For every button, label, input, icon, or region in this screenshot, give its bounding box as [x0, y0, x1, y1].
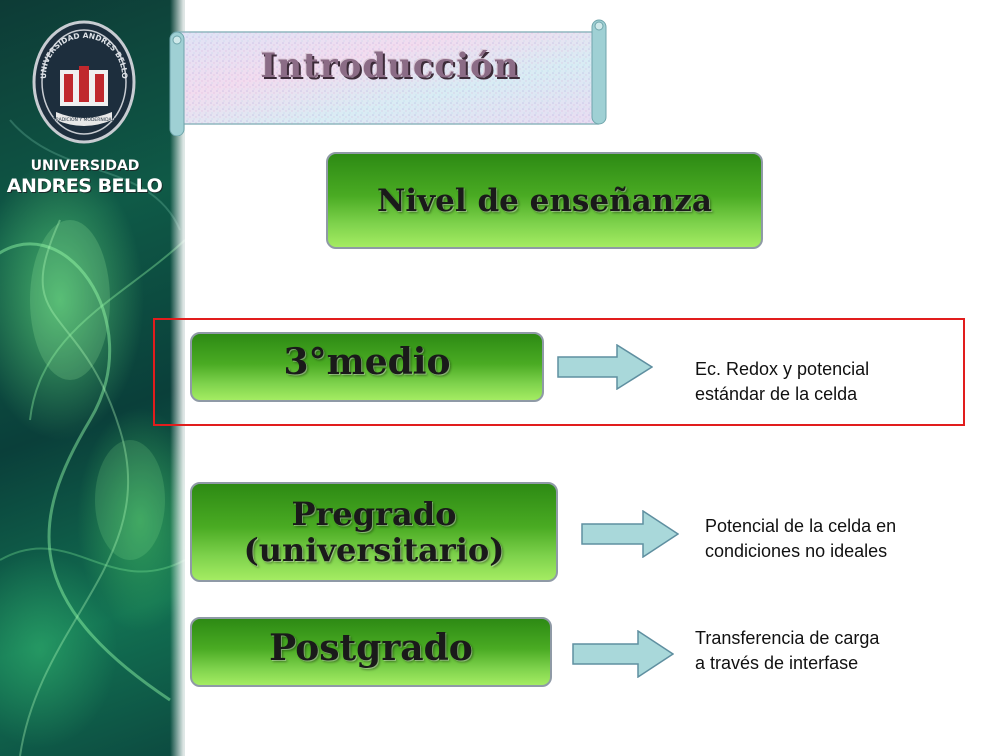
description-line: condiciones no ideales [705, 541, 888, 561]
university-name-line-1: UNIVERSIDAD [30, 158, 140, 174]
level-box-postgrado: Postgrado [190, 617, 552, 687]
seal-motto: TRADICIÓN Y MODERNIDAD [52, 116, 116, 123]
description-line: Potencial de la celda en [705, 516, 897, 536]
level-description-3-medio: Ec. Redox y potencial estándar de la cel… [695, 357, 945, 407]
right-arrow-icon [581, 510, 679, 558]
level-label-line: (universitario) [243, 531, 505, 569]
level-description-postgrado: Transferencia de carga a través de inter… [695, 626, 965, 676]
level-box-3-medio: 3°medio [190, 332, 544, 402]
slide-title: Introducción [260, 46, 520, 86]
right-arrow-icon [557, 344, 653, 390]
swirl-decoration [0, 119, 185, 756]
description-line: estándar de la celda [695, 384, 858, 404]
description-line: Ec. Redox y potencial [695, 359, 870, 379]
level-label-line: Pregrado [291, 495, 457, 533]
university-seal-logo: UNIVERSIDAD ANDRES BELLO TRADICIÓN Y MOD… [32, 20, 136, 144]
heading-nivel-de-ensenanza: Nivel de enseñanza [326, 152, 763, 249]
level-description-pregrado: Potencial de la celda en condiciones no … [705, 514, 975, 564]
right-arrow-icon [572, 630, 674, 678]
level-box-pregrado: Pregrado (universitario) [190, 482, 558, 582]
description-line: a través de interfase [695, 653, 859, 673]
description-line: Transferencia de carga [695, 628, 880, 648]
university-name-line-2: ANDRES BELLO [6, 175, 163, 197]
title-scroll-banner [169, 19, 607, 136]
highlight-frame [153, 318, 965, 426]
